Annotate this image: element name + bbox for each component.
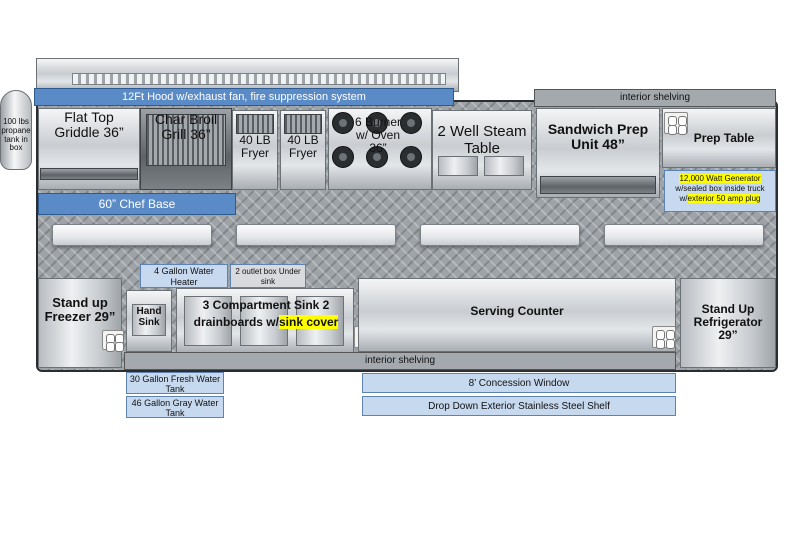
char-broil-label: Char Broil Grill 36” [154, 111, 218, 143]
sink-cover-highlight: sink cover [278, 314, 339, 329]
stand-up-refrigerator [680, 278, 776, 368]
generator-box: 12,000 Watt Generator w/sealed box insid… [664, 170, 776, 212]
stand-up-freezer [38, 278, 122, 368]
fresh-water-tank: 30 Gallon Fresh Water Tank [126, 372, 224, 394]
burner-oven-label: 6 Burner w/ Oven 36” [354, 115, 402, 156]
burner-icon [366, 112, 388, 134]
burner-icon [400, 112, 422, 134]
hood-filters [72, 73, 446, 85]
fryer-2-label: 40 LB Fryer [287, 133, 319, 161]
outlet-icon [664, 112, 688, 135]
ceiling-light-1 [52, 224, 212, 246]
sandwich-prep-base [540, 176, 656, 194]
steam-well-1 [438, 156, 478, 176]
hand-sink-basin [132, 304, 166, 336]
generator-line-3-highlight: exterior 50 amp plug [687, 194, 761, 203]
interior-shelving-top [534, 89, 776, 107]
burner-icon [332, 112, 354, 134]
ceiling-light-2 [236, 224, 396, 246]
chef-base: 60” Chef Base [38, 193, 236, 215]
steam-table [432, 110, 532, 190]
interior-shelving-bottom [124, 352, 676, 370]
flat-top-label: Flat Top Griddle 36” [54, 109, 124, 141]
burner-icon [366, 146, 388, 168]
serving-counter [358, 278, 676, 352]
hood-label: 12Ft Hood w/exhaust fan, fire suppressio… [34, 88, 454, 106]
hand-sink-label: Hand Sink [136, 306, 162, 328]
generator-line-3-pre: w/ [679, 194, 688, 203]
sandwich-prep-label: Sandwich Prep Unit 48” [547, 121, 649, 153]
ceiling-light-4 [604, 224, 764, 246]
outlet-icon [652, 326, 676, 349]
refrigerator-label: Stand Up Refrigerator 29” [693, 302, 763, 343]
propane-label: 100 lbs propane tank in box [1, 117, 31, 153]
steam-table-label: 2 Well Steam Table [437, 123, 527, 157]
freezer-label: Stand up Freezer 29” [44, 295, 116, 325]
generator-line-1: 12,000 Watt Generator [679, 174, 761, 183]
compartment-sink-label: 3 Compartment Sink 2 drainboards w/sink … [182, 297, 350, 331]
ceiling-light-3 [420, 224, 580, 246]
outlet-icon [102, 330, 124, 352]
char-broil-grate [146, 114, 226, 166]
generator-line-2: w/sealed box inside truck [675, 184, 765, 193]
concession-window: 8’ Concession Window [362, 373, 676, 393]
burner-icon [332, 146, 354, 168]
steam-well-2 [484, 156, 524, 176]
fryer-1-basket [236, 114, 274, 134]
fryer-1-label: 40 LB Fryer [239, 133, 271, 161]
griddle-front-panel [40, 168, 138, 180]
prep-table-label: Prep Table [693, 131, 755, 145]
water-heater: 4 Gallon Water Heater [140, 264, 228, 288]
sink-basin-1 [184, 296, 232, 346]
compartment-sink-text: 3 Compartment Sink 2 drainboards w/ [193, 298, 330, 329]
outlet-box-label: 2 outlet box Under sink [230, 264, 306, 288]
exterior-shelf: Drop Down Exterior Stainless Steel Shelf [362, 396, 676, 416]
interior-shelving-top-label: interior shelving [619, 92, 691, 103]
burner-icon [400, 146, 422, 168]
fryer-2-basket [284, 114, 322, 134]
serving-counter-label: Serving Counter [470, 304, 564, 318]
propane-tank-icon [0, 90, 32, 170]
gray-water-tank: 46 Gallon Gray Water Tank [126, 396, 224, 418]
interior-shelving-bottom-label: interior shelving [364, 355, 436, 366]
